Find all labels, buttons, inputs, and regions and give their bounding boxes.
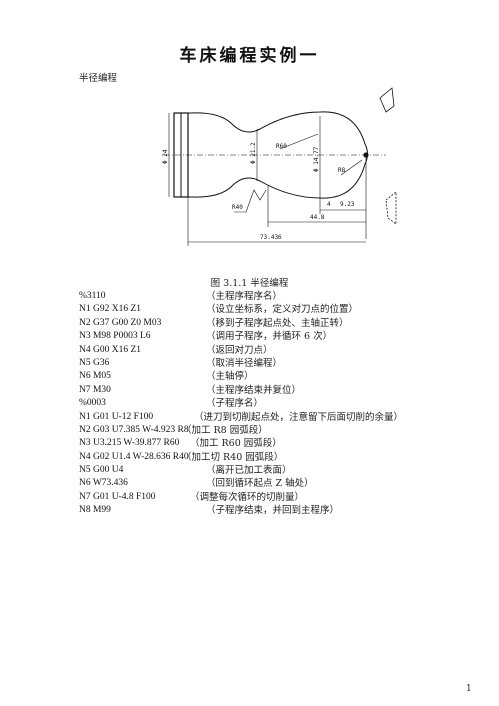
program-line: N4 G02 U1.4 W-28.636 R40（加工切 R40 园弧段） [79, 451, 489, 464]
program-listing: %3110 （主程序程序名） N1 G92 X16 Z1 （设立坐标系，定义对刀点的位… [79, 290, 489, 518]
r60-leader [279, 133, 319, 150]
r40-label: R40 [232, 204, 243, 211]
program-line: N3 U3.215 W-39.877 R60 （加工 R60 园弧段） [79, 437, 489, 450]
d24-label: Φ 24 [162, 149, 169, 164]
dim-73436-label: 73.436 [260, 234, 282, 241]
program-comment: （取消半径编程） [206, 357, 283, 369]
program-line: N7 M30 （主程序结束并复位） [79, 384, 489, 397]
program-line: N4 G00 X16 Z1 （返回对刀点） [79, 344, 489, 357]
program-line: %3110 （主程序程序名） [79, 290, 489, 303]
program-line: N5 G00 U4 （离开已加工表面） [79, 464, 489, 477]
program-comment: （进刀到切削起点处，注意留下后面切削的余量） [194, 411, 404, 423]
dim-448-label: 44.8 [310, 214, 325, 221]
program-code: N6 W73.436 [79, 478, 128, 489]
d1477-label: Φ 14.77 [313, 146, 320, 172]
program-code: %0003 [79, 398, 106, 409]
program-code: N3 M98 P0003 L6 [79, 331, 151, 342]
program-comment: （主程序结束并复位） [206, 384, 302, 396]
program-code: %3110 [79, 291, 106, 301]
program-comment: （加工切 R40 园弧段） [182, 451, 284, 463]
profile-upper [188, 111, 366, 145]
program-comment: （返回对刀点） [206, 344, 273, 356]
page-title: 车床编程实例一 [179, 46, 320, 66]
page-number: 1 [466, 684, 472, 694]
program-line: N1 G01 U-12 F100 （进刀到切削起点处，注意留下后面切削的余量） [79, 411, 489, 424]
program-comment: （调整每次循环的切削量） [190, 491, 305, 503]
program-line: N6 M05 （主轴停） [79, 370, 489, 383]
program-line: N1 G92 X16 Z1 （设立坐标系，定义对刀点的位置） [79, 303, 489, 316]
program-comment: （主程序程序名） [206, 291, 283, 302]
program-comment: （主轴停） [206, 371, 254, 383]
part-drawing: Φ 24 Φ 21.2 Φ 14.77 R60 R8 R40 4 9.23 44… [162, 87, 397, 246]
program-code: N4 G00 X16 Z1 [79, 344, 142, 355]
figure-caption: 图 3.1.1 半径编程 [210, 278, 289, 289]
program-comment: （移到子程序起点处、主轴正转） [206, 317, 349, 329]
program-line: N2 G03 U7.385 W-4.923 R8（加工 R8 园弧段） [79, 424, 489, 437]
r8-label: R8 [338, 167, 346, 174]
program-code: N7 M30 [79, 384, 111, 395]
program-code: N6 M05 [79, 371, 111, 382]
program-code: N1 G92 X16 Z1 [79, 304, 142, 315]
program-comment: （加工 R8 园弧段） [182, 424, 268, 436]
program-line: %0003 （子程序名） [79, 397, 489, 410]
d212-label: Φ 21.2 [250, 142, 257, 164]
program-line: N2 G37 G00 Z0 M03 （移到子程序起点处、主轴正转） [79, 317, 489, 330]
section-subtitle: 半径编程 [79, 73, 118, 84]
r40-leader [234, 189, 267, 213]
program-comment: （子程序结束，并回到主程序） [206, 505, 340, 517]
program-comment: （加工 R60 园弧段） [190, 438, 282, 450]
program-line: N3 M98 P0003 L6 （调用子程序，并循环 6 次） [79, 330, 489, 343]
start-point [363, 152, 369, 158]
program-comment: （回到循环起点 Z 轴处） [206, 478, 314, 490]
program-code: N2 G37 G00 Z0 M03 [79, 317, 162, 328]
program-code: N4 G02 U1.4 W-28.636 R40 [79, 451, 189, 462]
program-code: N5 G36 [79, 357, 110, 368]
program-code: N2 G03 U7.385 W-4.923 R8 [79, 424, 189, 435]
profile-lower [188, 163, 366, 199]
dim-923-label: 9.23 [340, 201, 355, 208]
tool-upper [379, 87, 395, 113]
program-line: N7 G01 U-4.8 F100 （调整每次循环的切削量） [79, 491, 489, 504]
program-comment: （调用子程序，并循环 6 次） [206, 331, 333, 343]
program-code: N3 U3.215 W-39.877 R60 [79, 438, 180, 449]
r8-leader [340, 159, 363, 176]
program-comment: （设立坐标系，定义对刀点的位置） [206, 304, 359, 316]
program-code: N7 G01 U-4.8 F100 [79, 491, 156, 502]
program-line: N5 G36 （取消半径编程） [79, 357, 489, 370]
program-code: N5 G00 U4 [79, 465, 124, 476]
program-line: N8 M99 （子程序结束，并回到主程序） [79, 504, 489, 517]
program-comment: （离开已加工表面） [206, 465, 292, 477]
program-comment: （子程序名） [206, 398, 264, 410]
dim-4-label: 4 [327, 201, 331, 208]
tool-lower [385, 191, 397, 225]
program-code: N8 M99 [79, 505, 111, 516]
program-line: N6 W73.436 （回到循环起点 Z 轴处） [79, 477, 489, 490]
program-code: N1 G01 U-12 F100 [79, 411, 154, 422]
r60-label: R60 [276, 143, 287, 150]
